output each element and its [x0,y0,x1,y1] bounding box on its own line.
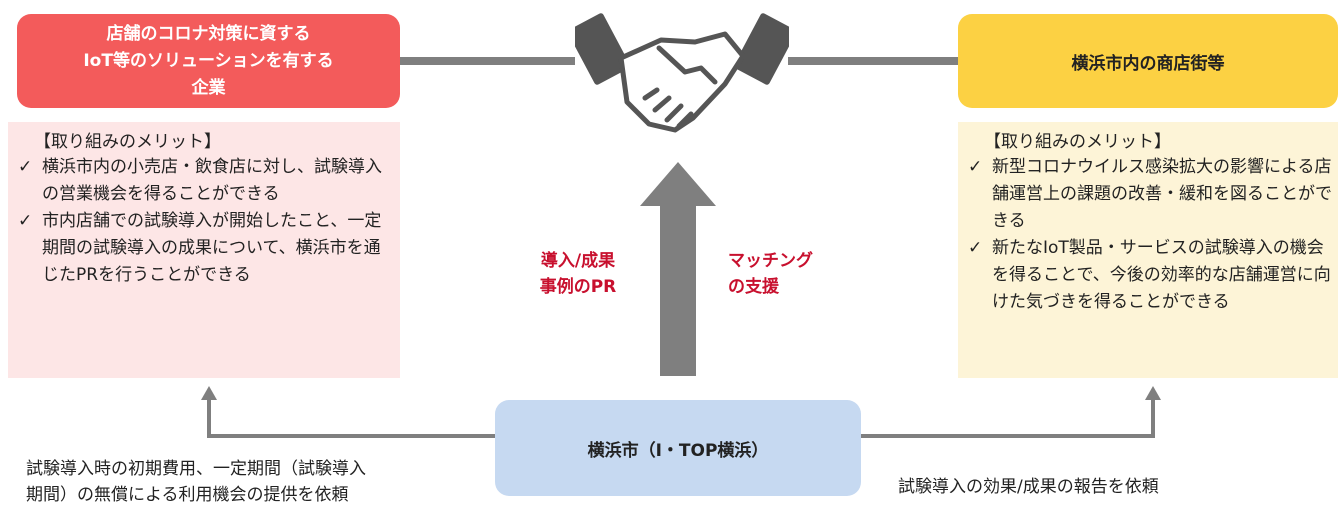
left-request-line-2: 期間）の無償による利用機会の提供を依頼 [26,485,349,505]
companies-box-line-1: 店舗のコロナ対策に資する [106,23,311,44]
street-merit-item: ✓ 新たなIoT製品・サービスの試験導入の機会を得ることで、今後の効率的な店舗運… [958,235,1338,316]
left-request-line-1: 試験導入時の初期費用、一定期間（試験導入 [26,459,366,479]
companies-merit-text: 横浜市内の小売店・飲食店に対し、試験導入の営業機会を得ることができる [42,157,382,204]
left-request-note: 試験導入時の初期費用、一定期間（試験導入 期間）の無償による利用機会の提供を依頼 [26,456,486,508]
connector-right [788,57,958,65]
matching-label-line-1: マッチング [728,251,813,271]
handshake-icon [575,13,789,133]
pr-label: 導入/成果 事例のPR [528,248,628,300]
city-to-companies-riser [207,396,211,438]
connector-left [400,57,575,65]
street-merit-text: 新型コロナウイルス感染拡大の影響による店舗運営上の課題の改善・緩和を図ることがで… [992,157,1332,231]
right-request-text: 試験導入の効果/成果の報告を依頼 [898,477,1159,497]
city-label: 横浜市（I・TOP横浜） [587,440,769,461]
shopping-street-label: 横浜市内の商店街等 [1071,53,1225,74]
matching-label-line-2: の支援 [728,277,779,297]
check-icon: ✓ [968,157,983,177]
companies-merit-text: 市内店舗での試験導入が開始したこと、一定期間の試験導入の成果について、横浜市を通… [42,211,382,285]
street-merit-item: ✓ 新型コロナウイルス感染拡大の影響による店舗運営上の課題の改善・緩和を図ること… [958,154,1338,235]
city-box: 横浜市（I・TOP横浜） [495,400,861,496]
city-to-street-riser [1151,396,1155,438]
arrowhead-up-left [201,386,217,400]
companies-merit-item: ✓ 市内店舗での試験導入が開始したこと、一定期間の試験導入の成果について、横浜市… [8,208,400,289]
pr-label-line-1: 導入/成果 [540,251,616,271]
right-request-note: 試験導入の効果/成果の報告を依頼 [898,474,1328,500]
companies-box: 店舗のコロナ対策に資する IoT等のソリューションを有する 企業 [17,14,400,108]
shopping-street-box: 横浜市内の商店街等 [958,14,1338,108]
matching-label: マッチング の支援 [728,248,848,300]
up-arrow [640,162,716,376]
city-to-companies-line [209,434,495,438]
check-icon: ✓ [18,211,33,231]
street-merits-panel: 【取り組みのメリット】 ✓ 新型コロナウイルス感染拡大の影響による店舗運営上の課… [958,122,1338,378]
companies-merits-title: 【取り組みのメリット】 [34,132,221,152]
companies-box-line-3: 企業 [191,77,226,98]
city-to-street-line [861,434,1155,438]
pr-label-line-2: 事例のPR [539,277,617,297]
street-merits-title: 【取り組みのメリット】 [984,132,1171,152]
check-icon: ✓ [18,157,33,177]
check-icon: ✓ [968,238,983,258]
companies-merit-item: ✓ 横浜市内の小売店・飲食店に対し、試験導入の営業機会を得ることができる [8,154,400,208]
arrowhead-up-right [1145,386,1161,400]
street-merit-text: 新たなIoT製品・サービスの試験導入の機会を得ることで、今後の効率的な店舗運営に… [992,238,1331,312]
companies-box-line-2: IoT等のソリューションを有する [83,50,334,71]
companies-merits-panel: 【取り組みのメリット】 ✓ 横浜市内の小売店・飲食店に対し、試験導入の営業機会を… [8,122,400,378]
